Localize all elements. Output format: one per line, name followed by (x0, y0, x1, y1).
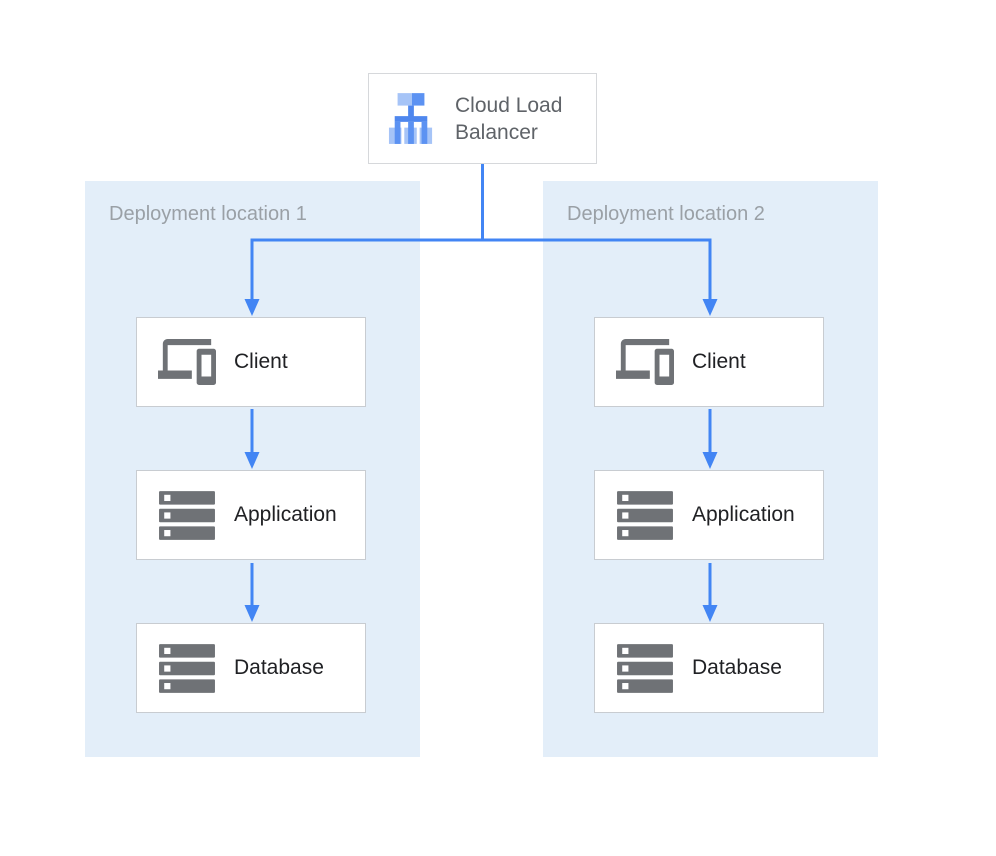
server-stack-icon (158, 643, 216, 693)
application-node-1-label: Application (234, 503, 337, 526)
devices-icon (616, 339, 674, 385)
load-balancer-node: Cloud Load Balancer (368, 73, 597, 164)
server-stack-icon (158, 490, 216, 540)
devices-icon (158, 339, 216, 385)
client-node-2: Client (594, 317, 824, 407)
client-node-1: Client (136, 317, 366, 407)
application-node-2-label: Application (692, 503, 795, 526)
database-node-1-label: Database (234, 656, 324, 679)
server-stack-icon (616, 643, 674, 693)
deployment-panel-1-label: Deployment location 1 (109, 203, 307, 225)
application-node-1: Application (136, 470, 366, 560)
database-node-2: Database (594, 623, 824, 713)
client-node-2-label: Client (692, 350, 746, 373)
application-node-2: Application (594, 470, 824, 560)
load-balancer-label: Cloud Load Balancer (455, 93, 563, 144)
deployment-panel-1: Deployment location 1 Client (85, 181, 420, 757)
load-balancer-icon (388, 92, 433, 144)
deployment-panel-2-label: Deployment location 2 (567, 203, 765, 225)
server-stack-icon (616, 490, 674, 540)
database-node-2-label: Database (692, 656, 782, 679)
database-node-1: Database (136, 623, 366, 713)
client-node-1-label: Client (234, 350, 288, 373)
deployment-panel-2: Deployment location 2 Client (543, 181, 878, 757)
